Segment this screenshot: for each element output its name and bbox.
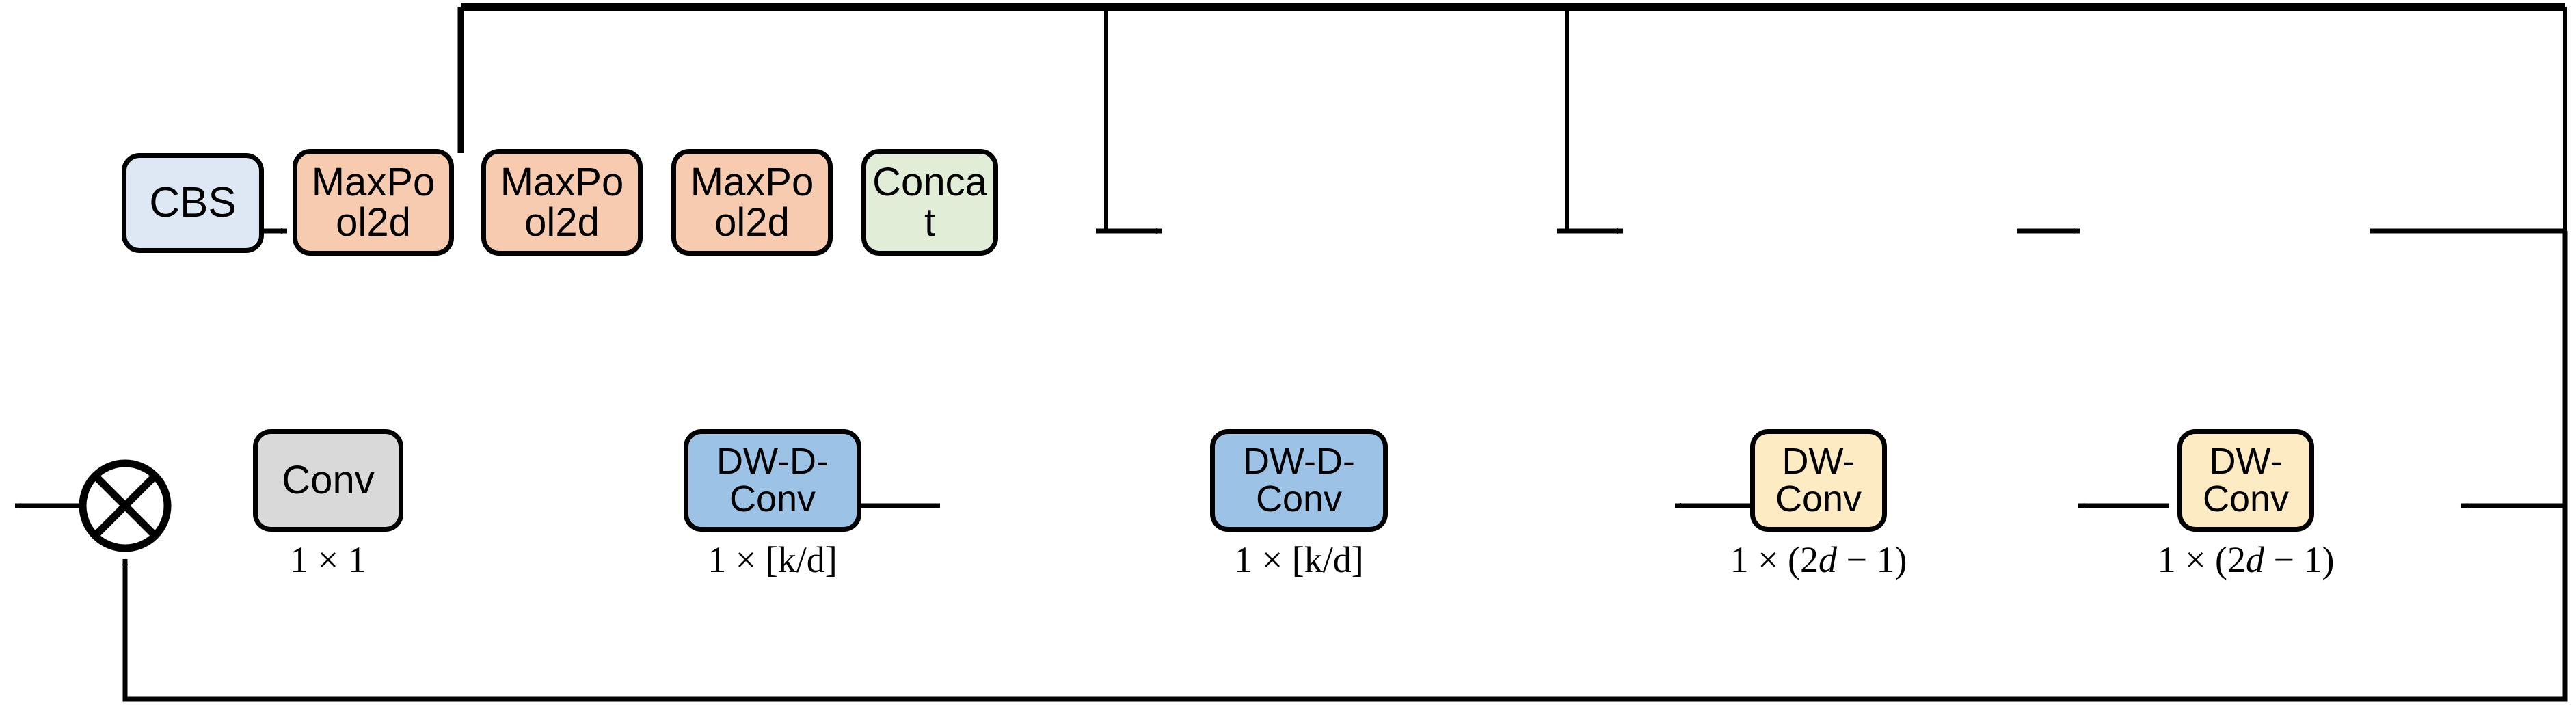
node-dwdconv-2[interactable]: DW-D-Conv xyxy=(1210,429,1388,532)
node-multiply[interactable] xyxy=(83,463,167,548)
node-maxpool-1-label: MaxPool2d xyxy=(311,159,435,245)
node-maxpool-1[interactable]: MaxPool2d xyxy=(293,149,454,256)
wire-feedback xyxy=(122,506,2568,702)
node-dwdconv-1[interactable]: DW-D-Conv xyxy=(684,429,861,532)
caption-conv: 1 × 1 xyxy=(290,539,366,580)
node-maxpool-3-label: MaxPool2d xyxy=(690,159,814,245)
node-conv[interactable]: Conv xyxy=(253,429,403,532)
node-concat[interactable]: Concat xyxy=(861,149,998,256)
node-dwconv-1-label: DW-Conv xyxy=(1775,440,1862,519)
node-maxpool-2-label: MaxPool2d xyxy=(500,159,624,245)
caption-dwdconv-2: 1 × [k/d] xyxy=(1234,539,1364,580)
caption-dwconv-2: 1 × (2d − 1) xyxy=(2157,539,2335,580)
node-conv-label: Conv xyxy=(282,458,375,503)
node-maxpool-3[interactable]: MaxPool2d xyxy=(671,149,833,256)
caption-dwconv-1: 1 × (2d − 1) xyxy=(1730,539,1907,580)
node-dwdconv-2-label: DW-D-Conv xyxy=(1243,440,1355,519)
caption-dwdconv-1: 1 × [k/d] xyxy=(708,539,837,580)
node-dwdconv-1-label: DW-D-Conv xyxy=(716,440,829,519)
node-dwconv-2[interactable]: DW-Conv xyxy=(2177,429,2314,532)
multiply-cross-stroke xyxy=(92,473,158,539)
node-cbs-label: CBS xyxy=(149,179,237,227)
node-dwconv-2-label: DW-Conv xyxy=(2202,440,2290,519)
node-dwconv-1[interactable]: DW-Conv xyxy=(1750,429,1887,532)
node-concat-label: Concat xyxy=(872,159,987,245)
node-maxpool-2[interactable]: MaxPool2d xyxy=(481,149,643,256)
node-cbs[interactable]: CBS xyxy=(122,153,264,253)
